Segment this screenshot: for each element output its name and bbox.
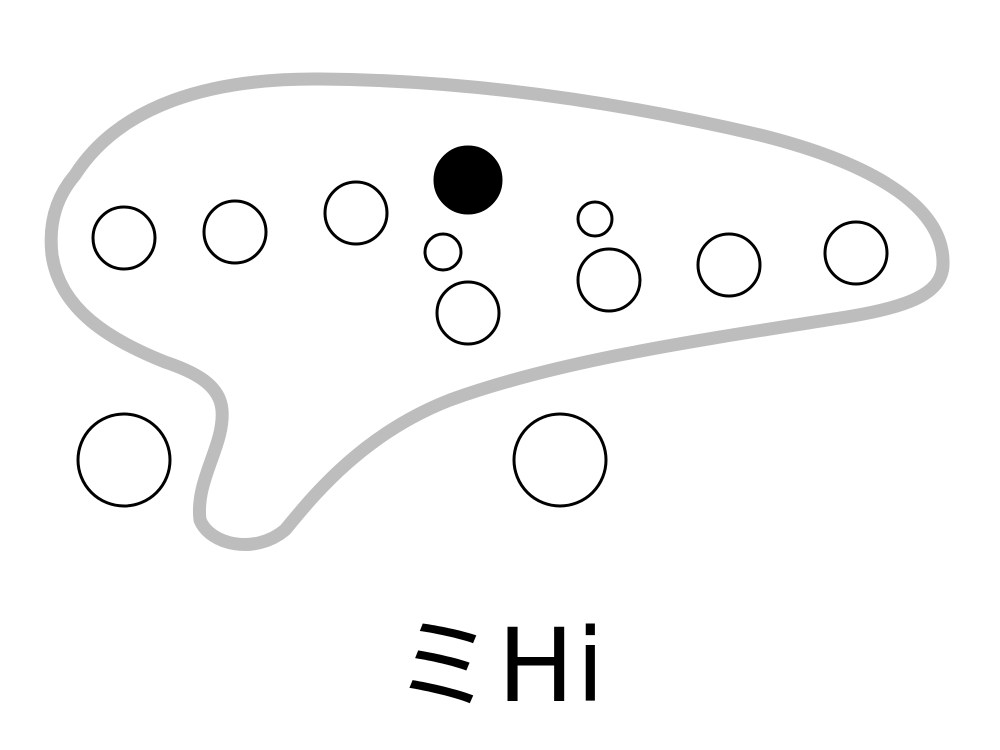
hole-left-2-open (202, 199, 268, 265)
note-label: ミHi (393, 607, 607, 726)
hole-left-thumb-open (76, 412, 172, 508)
hole-left-4-covered (433, 145, 503, 215)
hole-left-1-open (91, 205, 157, 271)
hole-right-sub-small-open (576, 200, 614, 238)
hole-right-thumb-open (512, 412, 608, 508)
hole-left-sub-large-open (435, 280, 501, 346)
ocarina-body-outline (44, 72, 950, 551)
hole-right-1-open (576, 247, 642, 313)
hole-left-sub-small-open (423, 232, 463, 272)
hole-right-2-open (696, 232, 762, 298)
hole-left-3-open (323, 180, 389, 246)
hole-right-3-open (823, 220, 889, 286)
finger-holes (76, 145, 889, 508)
